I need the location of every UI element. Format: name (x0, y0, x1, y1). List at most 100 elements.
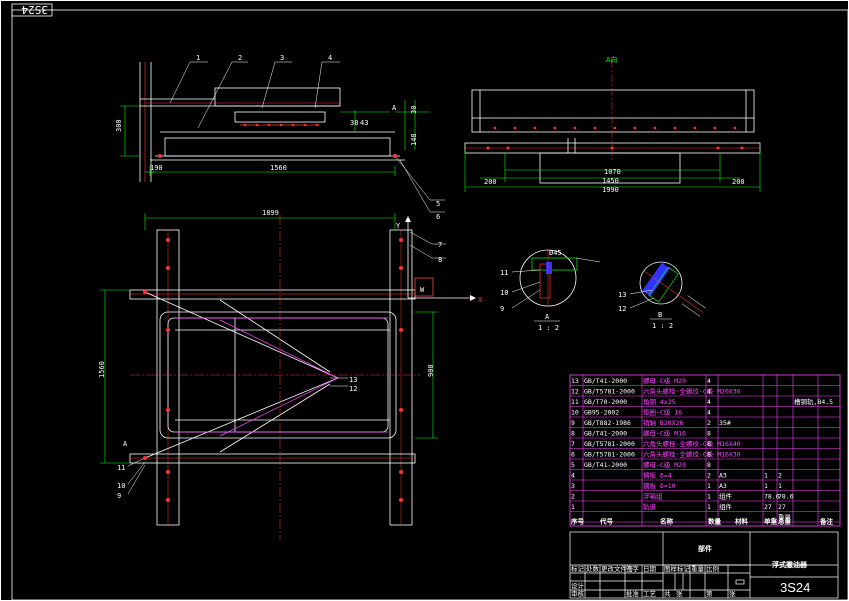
leader-8: 8 (438, 256, 442, 264)
leader-5: 5 (436, 200, 440, 208)
bom-cell-no: 7 (571, 440, 575, 448)
bom-header-cell: 代号 (599, 517, 614, 526)
bom-cell-no: 12 (571, 388, 579, 396)
corner-code: 3S24 (21, 3, 48, 16)
leader-6: 6 (436, 213, 440, 221)
bom-cell-no: 2 (571, 493, 575, 501)
bom-cell-w1: 27 (764, 503, 772, 511)
bom-cell-no: 8 (571, 430, 575, 438)
title-cell: 张 (676, 589, 683, 598)
bom-header-cell: 名称 (660, 517, 674, 526)
title-cell: 共 (664, 589, 671, 598)
bom-cell-code: GB/T70-2000 (584, 398, 627, 406)
title-cell: 批准 (626, 589, 640, 598)
bom-cell-code: GB/T5781-2000 (584, 451, 635, 459)
a-direction-bolts (486, 126, 744, 150)
bom-cell-no: 11 (571, 398, 579, 406)
leader-2: 2 (238, 54, 242, 62)
axis-y-label: Y (396, 222, 401, 230)
dim-h1560: 1560 (98, 361, 106, 378)
bom-cell-name: 垫圈-C级 16 (643, 408, 682, 417)
side-section-view (120, 61, 445, 213)
dim-v43: 43 (360, 119, 368, 127)
dim-r1450: 1450 (602, 177, 619, 185)
bom-cell-qty: 4 (707, 377, 711, 385)
bom-cell-name: 钢板 δ=4 (643, 471, 672, 480)
dim-v30: 30 (410, 106, 418, 114)
bom-cell-qty: 1 (707, 493, 711, 501)
title-cell: 签字 (626, 564, 640, 573)
bom-header-weight: 重量 (778, 514, 792, 522)
y-axis-arrow (405, 216, 411, 222)
drawing-name: 浮式撇油器 (772, 560, 808, 569)
bom-cell-mat: 组件 (719, 502, 733, 511)
bom-cell-code: GB/T41-2000 (584, 377, 627, 385)
dim-w1899: 1899 (262, 209, 279, 217)
bom-header-cell: 总重 (778, 517, 792, 526)
view-label-a-direction: A向 (606, 55, 617, 64)
bom-cell-code: GB/T5781-2000 (584, 388, 635, 396)
detail-a-scale: 1 : 2 (538, 324, 559, 332)
bom-cell-name: 六角头螺栓-全螺纹-C级 M20X30 (643, 387, 741, 396)
detail-b (629, 261, 706, 320)
title-block (569, 531, 839, 599)
bom-cell-qty: 8 (707, 461, 711, 469)
title-cell: 审核 (571, 589, 585, 598)
bom-cell-name: 六角头螺栓-全螺纹-C级 M16X30 (643, 450, 741, 459)
dim-r200b: 200 (732, 178, 745, 186)
detail-b-title: B (658, 311, 662, 319)
title-small-cells: 标记处数更改文件号签字日期设计审核工艺批准图样标记重量比例共张第张 (571, 564, 736, 598)
bom-cell-mat: 35# (719, 419, 731, 427)
dim-r1070: 1070 (604, 168, 621, 176)
bom-cell-no: 6 (571, 451, 575, 459)
title-cell: 更改文件号 (601, 564, 634, 573)
detail-a-leader-10: 10 (500, 289, 508, 297)
dim-v38: 38 (350, 119, 358, 127)
bom-cell-no: 13 (571, 377, 579, 385)
title-cell: 设计 (571, 581, 585, 590)
bom-cell-w1: 1 (764, 482, 768, 490)
section-mark-a-top: A (392, 104, 397, 112)
title-part-label: 部件 (698, 544, 712, 553)
bom-cell-qty: 2 (707, 472, 711, 480)
axis-w-label: W (420, 286, 425, 294)
bom-cell-name: 销轴 B20X26 (643, 418, 683, 427)
drawing-code: 3S24 (780, 580, 810, 595)
leader-7: 7 (438, 241, 442, 249)
side-section-bolts (158, 123, 397, 158)
bom-cell-mat: A3 (719, 482, 727, 490)
detail-b-leader-12: 12 (618, 305, 626, 313)
bom-header-cell: 数量 (708, 517, 722, 526)
bom-cell-no: 10 (571, 409, 579, 417)
bom-cell-code: GB/T41-2000 (584, 461, 627, 469)
bom-cell-name: 钢板 δ=10 (643, 481, 676, 490)
bom-cell-note: 槽钢轨,B4.5 (794, 397, 833, 406)
bom-cell-w1: 78.6 (764, 493, 780, 501)
corner-code-box (11, 3, 53, 17)
leader-3: 3 (280, 54, 284, 62)
bom-cell-name: 螺母-C级 M20 (643, 376, 686, 385)
detail-a (511, 249, 601, 322)
section-mark-a-plan: A (123, 440, 128, 448)
plan-leader-10: 10 (117, 482, 125, 490)
bom-cell-w2: 2 (778, 472, 782, 480)
bom-cell-no: 4 (571, 472, 575, 480)
bom-cell-w2: 78.6 (778, 493, 794, 501)
title-cell: 日期 (643, 565, 657, 573)
bom-cell-qty: 8 (707, 440, 711, 448)
leader-1: 1 (196, 54, 200, 62)
plan-leader-11: 11 (117, 464, 125, 472)
bom-cell-qty: 4 (707, 409, 711, 417)
dim-w190: 190 (150, 164, 163, 172)
dim-r1990: 1990 (602, 186, 619, 194)
title-cell: 重量 (691, 565, 705, 573)
bom-cell-qty: 8 (707, 451, 711, 459)
leader-4: 4 (328, 54, 332, 62)
bom-cell-name: 螺母-C级 M20 (643, 460, 686, 469)
bom-cell-no: 5 (571, 461, 575, 469)
dim-h900: 900 (427, 364, 435, 377)
plan-leader-12: 12 (349, 385, 357, 393)
bom-cell-name: 螺母-C级 M16 (643, 429, 686, 438)
